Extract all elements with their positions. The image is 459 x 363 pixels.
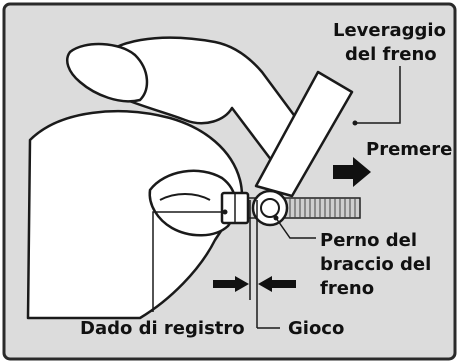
label-leverage-line2: del freno bbox=[345, 44, 437, 65]
brake-lever-arm bbox=[254, 70, 354, 198]
brake-arm-pin bbox=[251, 189, 289, 227]
adjusting-nut bbox=[220, 191, 250, 225]
label-pin-line2: braccio del bbox=[320, 254, 431, 275]
leader-leverage bbox=[355, 66, 401, 124]
label-pin-line1: Perno del bbox=[320, 230, 417, 251]
gap-indicator bbox=[249, 200, 258, 328]
label-push: Premere bbox=[366, 139, 452, 160]
label-gap: Gioco bbox=[288, 318, 344, 339]
leader-lines bbox=[152, 66, 401, 329]
label-pin-line3: freno bbox=[320, 278, 374, 299]
push-arrow-icon bbox=[333, 157, 371, 187]
label-adjust-nut: Dado di registro bbox=[80, 318, 245, 339]
label-leverage-line1: Leveraggio bbox=[333, 20, 446, 41]
leader-nut bbox=[152, 211, 225, 312]
arrow-left-icon bbox=[258, 276, 296, 292]
arrow-right-icon bbox=[213, 276, 249, 292]
leader-pin bbox=[275, 217, 316, 239]
hand bbox=[26, 36, 307, 320]
